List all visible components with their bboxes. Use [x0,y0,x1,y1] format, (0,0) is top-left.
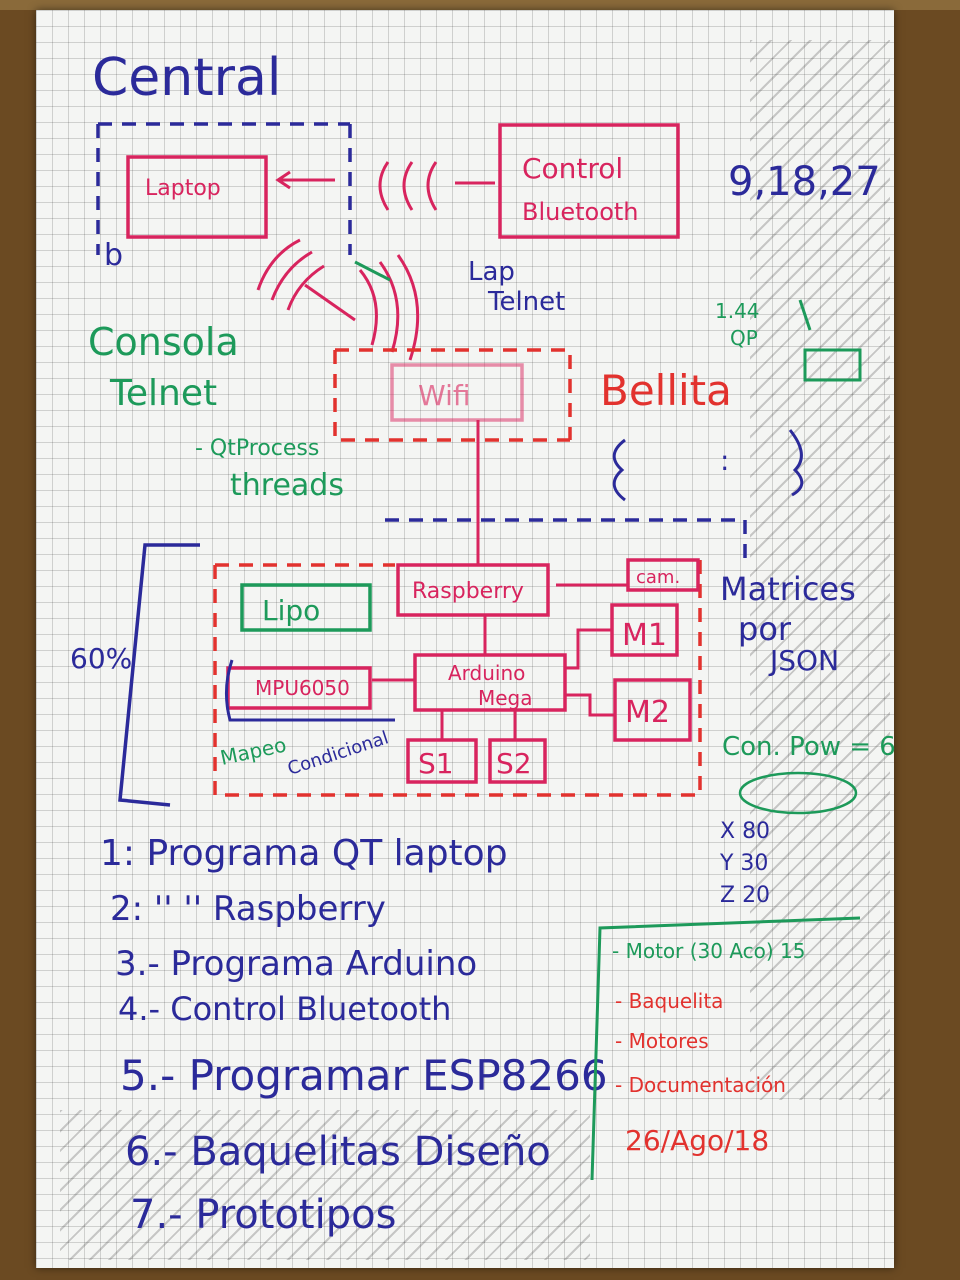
mpu-outline [225,659,395,722]
cam-box [626,558,700,592]
mapeo-label: Mapeo [218,733,288,770]
sensor-links [440,710,517,740]
lipo-label: Lipo [262,594,320,627]
sheet-hatching-right [750,40,890,1100]
x-value: X 80 [720,819,770,844]
robot-dashed-region [213,560,702,797]
mpu-label: MPU6050 [255,676,350,700]
robot-bracket [118,543,200,807]
arduino-m2-link [565,693,615,717]
wifi-label: Wifi [418,379,471,412]
list-item-2: 2: '' '' Raspberry [110,889,386,929]
task-motor: - Motor (30 Aco) 15 [612,939,806,963]
mega-label: Mega [478,686,533,710]
task-motores: - Motores [615,1029,709,1053]
conpow-label: Con. Pow = 6 [722,732,896,762]
lap-label: Lap [468,257,515,287]
cam-label: cam. [636,567,680,588]
task-baquelita: - Baquelita [615,989,723,1013]
tape-strip [0,0,960,10]
por-label: por [738,610,792,648]
b-mark: b [104,238,123,273]
list-item-1: 1: Programa QT laptop [100,833,508,874]
lipo-box [240,583,372,632]
consola-label: Consola [88,320,239,364]
raspberry-label: Raspberry [412,579,524,604]
consola-telnet-label: Telnet [109,373,217,414]
list-item-3: 3.- Programa Arduino [115,944,477,984]
matrices-label: Matrices [720,570,856,608]
threads-label: threads [230,468,344,503]
whiteboard-sheet [36,10,894,1268]
m1-label: M1 [622,618,667,653]
task-documentacion: - Documentación [615,1073,786,1097]
arduino-m1-link [565,628,612,670]
qp-label: QP [730,326,758,350]
control-label: Control [522,152,623,185]
task-box-outline [590,916,861,1181]
laptop-box [126,155,268,239]
m2-box [613,678,692,742]
dates-note: 9,18,27 [728,159,881,205]
bluetooth-label: Bluetooth [522,198,639,226]
central-dashed-region [96,122,352,255]
wifi-waves [358,254,420,361]
sheet-hatching-bottom [60,1110,590,1260]
json-label: JSON [768,644,839,677]
percent-label: 60% [70,642,132,675]
colon-mark: : [720,444,729,477]
s2-box [488,738,547,784]
arrow-to-laptop [275,170,335,190]
condicional-label: Condicional [285,727,391,779]
s1-label: S1 [418,747,454,780]
wifi-dashed-region [333,348,572,442]
wifi-box [390,363,524,422]
right-brace [788,429,804,497]
laptop-wifi-link [304,283,356,322]
left-brace [612,438,626,502]
bluetooth-waves [378,161,438,211]
list-item-6: 6.- Baquelitas Diseño [125,1129,551,1175]
laptop-label: Laptop [145,176,221,201]
list-item-4: 4.- Control Bluetooth [118,990,451,1028]
z-value: Z 20 [720,883,770,908]
board-title: Central [92,48,281,108]
arduino-box [413,653,567,712]
laptop-wifi-waves [256,238,325,311]
telnet-label: Telnet [487,287,565,317]
s2-label: S2 [496,747,532,780]
qp-size-label: 1.44 [715,299,760,323]
qtprocess-label: - QtProcess [195,436,319,461]
list-item-5: 5.- Programar ESP8266 [120,1051,608,1100]
green-arrow [354,260,391,282]
y-value: Y 30 [719,851,768,876]
control-bluetooth-box [498,123,680,239]
m2-label: M2 [625,695,670,730]
bellita-label: Bellita [600,366,732,415]
conpow-ellipse [738,771,858,815]
list-item-7: 7.- Prototipos [130,1192,396,1238]
task-date: 26/Ago/18 [625,1124,769,1157]
robot-dashed-top [385,518,747,560]
raspberry-box [396,563,550,617]
arduino-label: Arduino [448,661,525,685]
qp-arrow [798,299,812,331]
qp-diagram [803,348,862,382]
